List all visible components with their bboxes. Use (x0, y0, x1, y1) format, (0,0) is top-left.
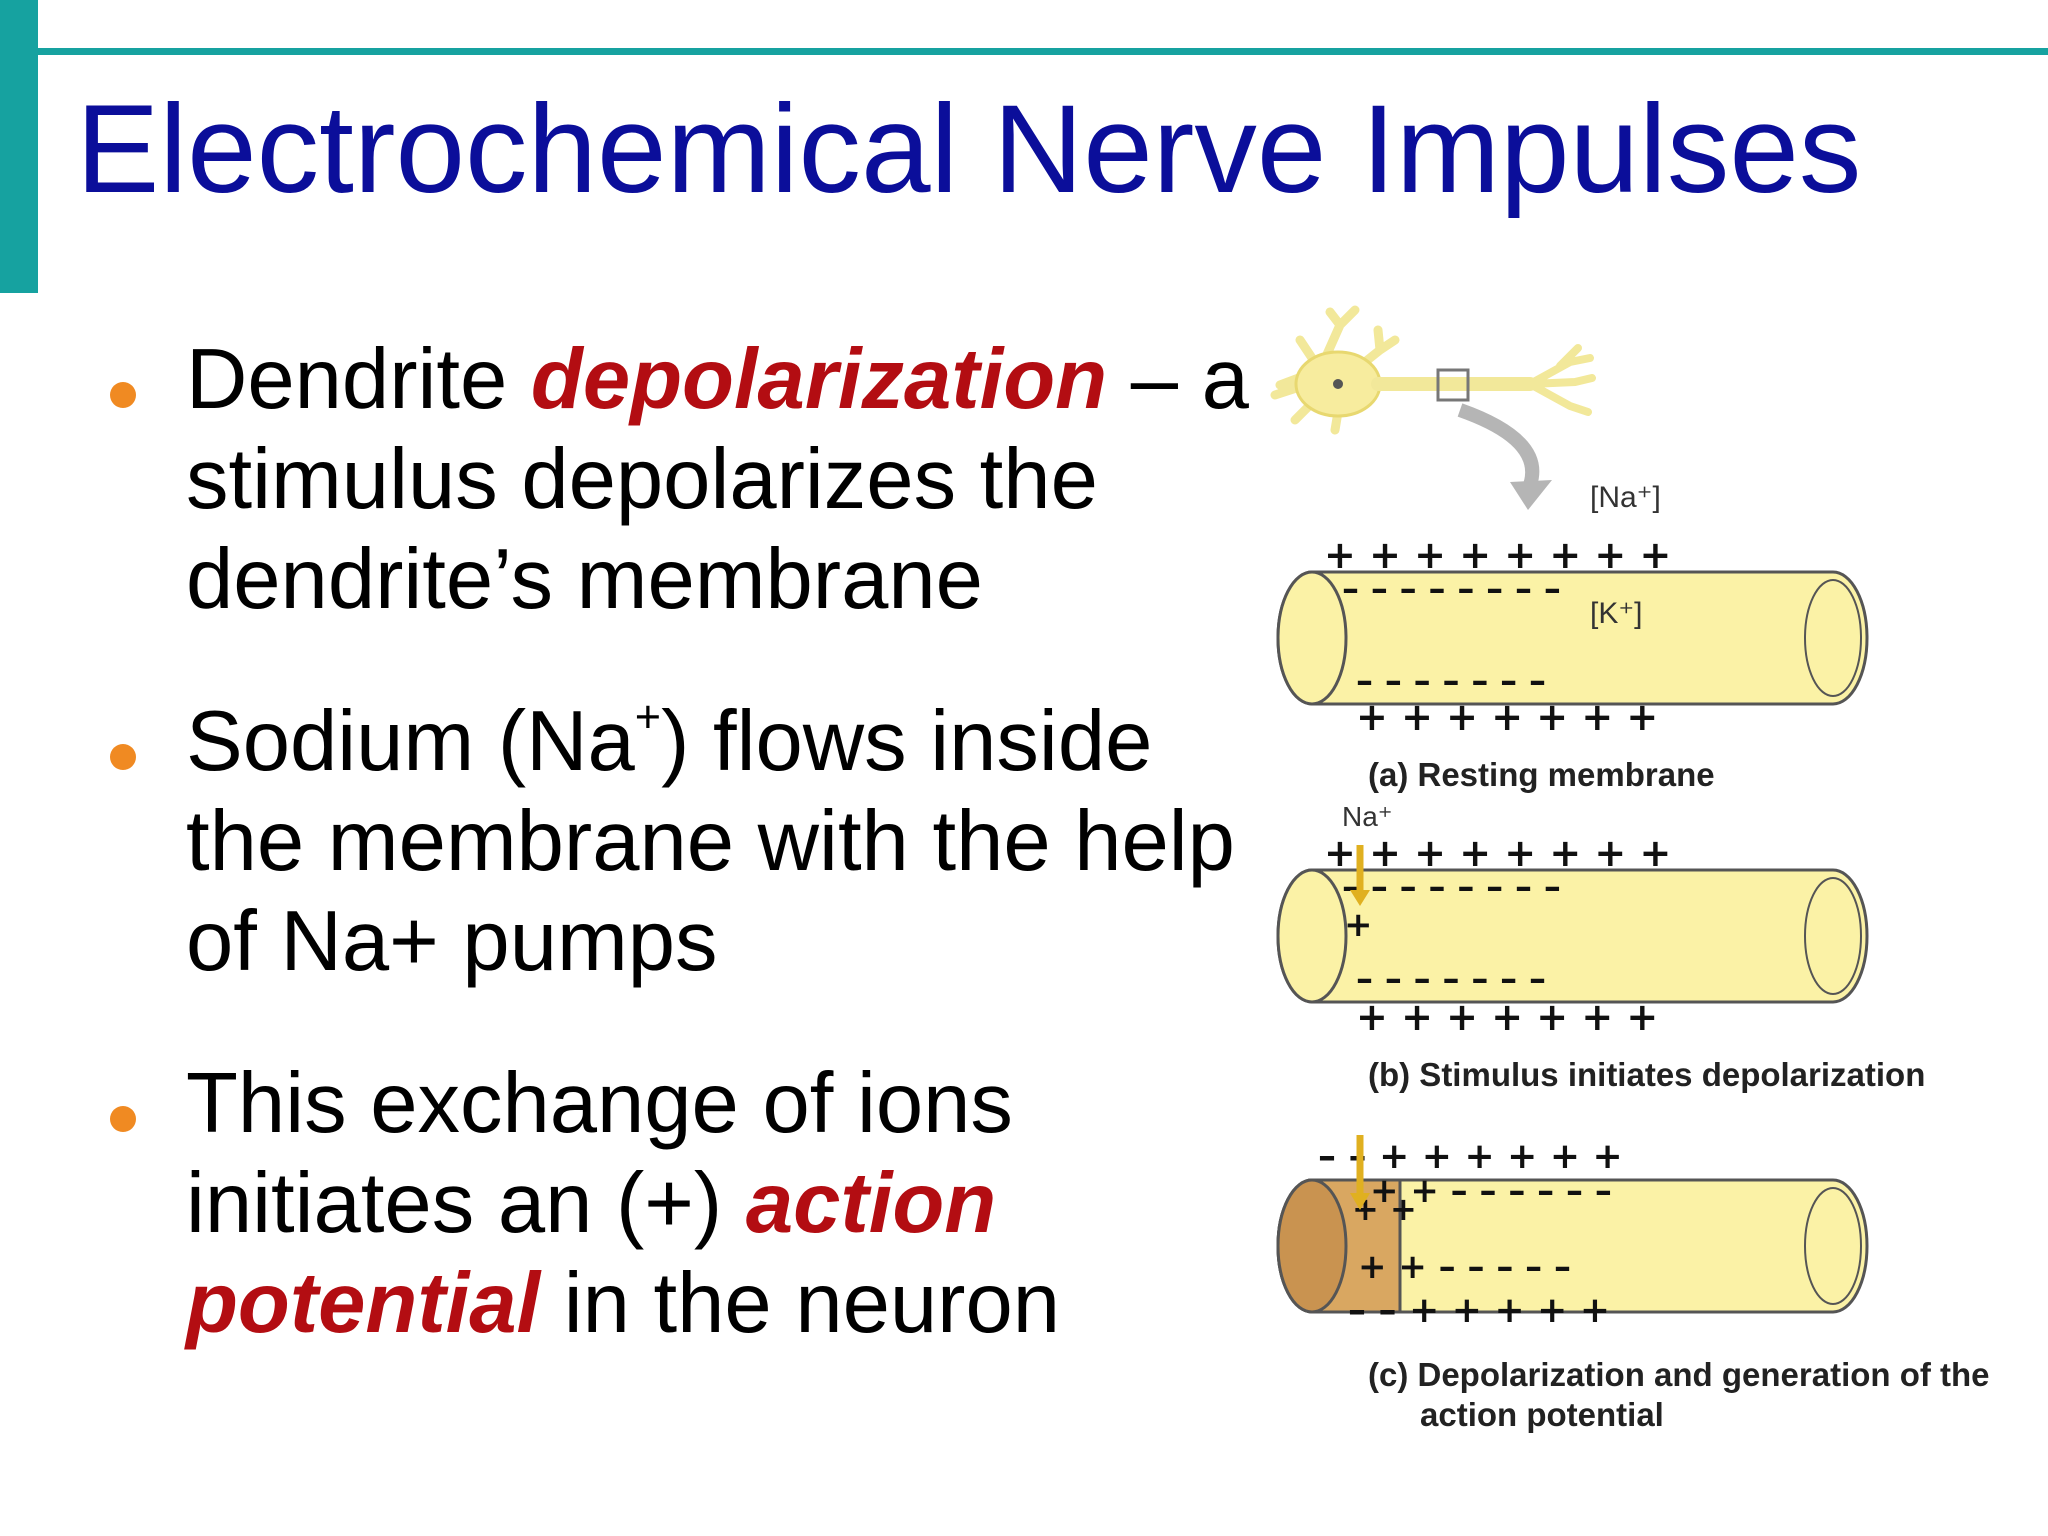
emphasis-term: action potential (186, 1156, 997, 1351)
bullet-item-depolarization: Dendrite depolarization – a stimulus dep… (110, 330, 1260, 630)
bullet-dot-icon (110, 382, 136, 408)
zoom-arrowhead (1510, 480, 1552, 510)
caption-action-potential-cont: action potential (1420, 1396, 1664, 1433)
bullet-dot-icon (110, 1106, 136, 1132)
zoom-arrow (1457, 403, 1540, 488)
slide-title: Electrochemical Nerve Impulses (76, 80, 1862, 219)
svg-text:+ + – – – – – –: + + – – – – – – (1370, 1171, 1612, 1211)
bullet-text: This exchange of ions initiates an (+) (186, 1056, 1013, 1251)
svg-text:– – – – – – –: – – – – – – – (1356, 661, 1546, 701)
svg-text:+: + (1344, 905, 1373, 945)
svg-text:+ + + + + + + +: + + + + + + + + (1324, 831, 1671, 875)
svg-text:+ + + + + + +: + + + + + + + (1356, 695, 1658, 739)
bullet-text: in the neuron (540, 1256, 1060, 1351)
svg-text:– – + + + + + +: – – + + + + + + (1318, 1136, 1623, 1177)
potassium-concentration-label: [K⁺] (1590, 597, 1643, 630)
depolarization-figure: + + + + + + + + – – – – – – – – – – – – … (1260, 300, 2030, 1450)
svg-text:– – – – – – – –: – – – – – – – – (1342, 569, 1561, 609)
sodium-concentration-label: [Na⁺] (1590, 481, 1661, 514)
bullet-text: ) flows inside the membrane with the hel… (186, 694, 1235, 989)
caption-resting: (a) Resting membrane (1368, 756, 1715, 793)
accent-bar (0, 0, 38, 293)
superscript: + (634, 691, 662, 742)
bullet-item-sodium: Sodium (Na+) flows inside the membrane w… (110, 692, 1260, 992)
membrane-diagram: + + + + + + + + – – – – – – – – – – – – … (1270, 305, 1869, 1331)
stimulus-membrane: + + + + + + + + – – – – – – – – + – – – … (1276, 831, 1869, 1039)
caption-stimulus: (b) Stimulus initiates depolarization (1368, 1056, 1926, 1093)
bullet-list: Dendrite depolarization – a stimulus dep… (110, 330, 1260, 1416)
bullet-item-action-potential: This exchange of ions initiates an (+) a… (110, 1054, 1260, 1354)
caption-action-potential: (c) Depolarization and generation of the (1368, 1356, 1990, 1393)
title-rule (38, 48, 2048, 55)
resting-membrane: + + + + + + + + – – – – – – – – – – – – … (1276, 533, 1869, 739)
svg-text:+ + + + + + + +: + + + + + + + + (1324, 533, 1671, 577)
sodium-ion-label: Na⁺ (1342, 801, 1393, 832)
svg-text:– – – – – – – –: – – – – – – – – (1342, 867, 1561, 907)
action-potential-membrane: – – + + + + + + + + – – – – – – + + + + … (1276, 1135, 1869, 1331)
bullet-text: Dendrite (186, 332, 531, 427)
neuron-icon (1270, 305, 1596, 435)
svg-text:+ + – – – – –: + + – – – – – (1358, 1247, 1571, 1287)
svg-text:– – – – – – –: – – – – – – – (1356, 959, 1546, 999)
bullet-text: – a stimulus depolarizes the dendrite’s … (186, 332, 1249, 627)
bullet-dot-icon (110, 744, 136, 770)
svg-text:+ + + + + + +: + + + + + + + (1356, 995, 1658, 1039)
emphasis-term: depolarization (530, 332, 1108, 427)
svg-text:– – + + + + +: – – + + + + + (1348, 1290, 1610, 1331)
bullet-text: Sodium (Na (186, 694, 635, 789)
